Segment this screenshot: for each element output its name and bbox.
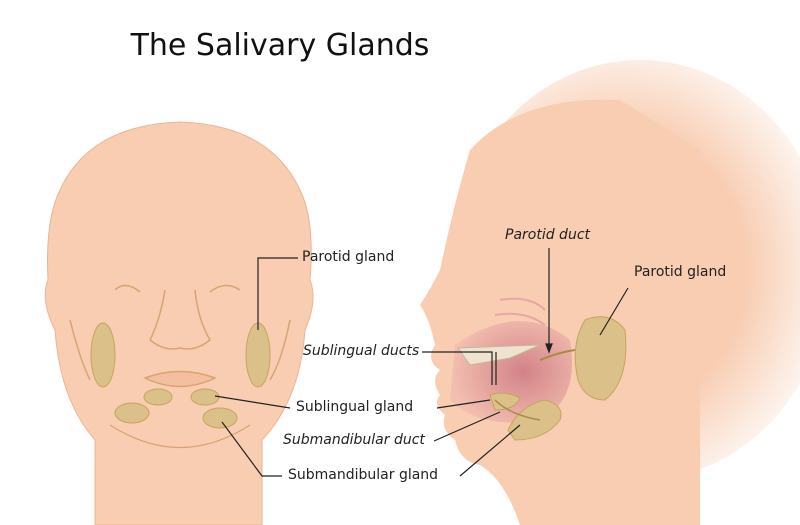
front-parotid-left [90, 322, 116, 388]
front-sublingual-left [143, 388, 173, 406]
sublingual-ducts-label: Sublingual ducts [303, 343, 420, 359]
diagram-title: The Salivary Glands [130, 28, 430, 63]
submandibular-duct-label: Submandibular duct [283, 432, 425, 448]
front-head [44, 121, 314, 525]
sublingual-gland-label: Sublingual gland [296, 399, 414, 415]
front-parotid-right [245, 322, 271, 388]
front-sublingual-right [190, 388, 220, 406]
front-submandibular-right [202, 407, 238, 429]
side-head [420, 60, 800, 525]
front-parotid-gland-label: Parotid gland [302, 249, 395, 265]
side-parotid-gland-label: Parotid gland [634, 264, 727, 280]
front-submandibular-left [114, 402, 150, 424]
submandibular-gland-label: Submandibular gland [288, 467, 439, 483]
parotid-duct-label: Parotid duct [505, 227, 591, 243]
side-parotid-gland [574, 316, 627, 401]
leader-lines [214, 248, 629, 477]
